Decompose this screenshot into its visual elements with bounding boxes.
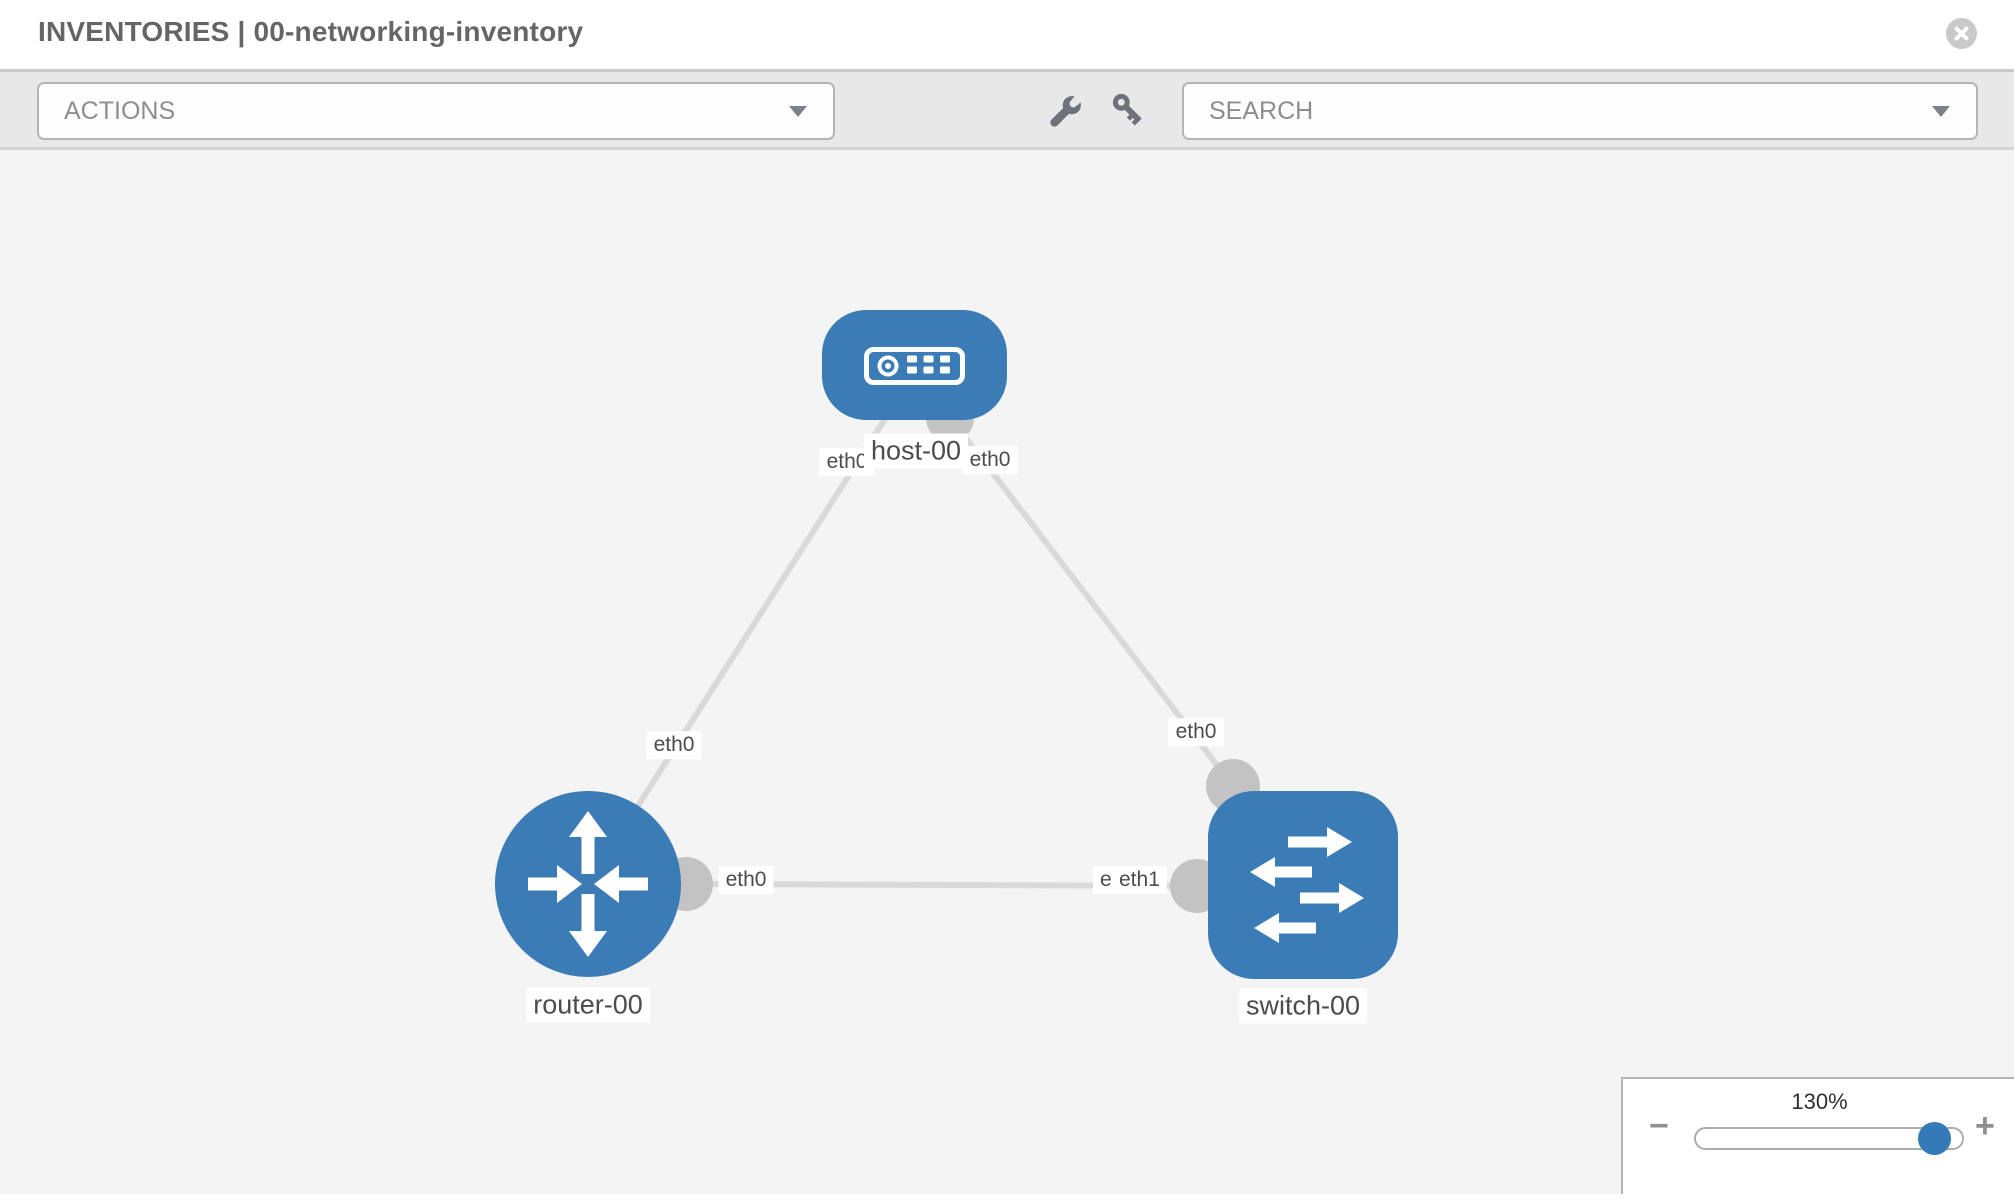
header: INVENTORIES | 00-networking-inventory bbox=[0, 0, 2014, 72]
node-label-host: host-00 bbox=[863, 433, 969, 469]
zoom-slider-thumb[interactable] bbox=[1918, 1122, 1951, 1155]
interface-label: eth0 bbox=[1168, 718, 1224, 746]
page-title: INVENTORIES | 00-networking-inventory bbox=[38, 16, 584, 47]
zoom-level: 130% bbox=[1791, 1089, 1848, 1114]
chevron-down-icon bbox=[1932, 106, 1950, 117]
interface-label: eth1 bbox=[1112, 866, 1167, 894]
actions-dropdown-label: ACTIONS bbox=[64, 96, 176, 125]
node-router[interactable] bbox=[495, 791, 681, 977]
node-host[interactable] bbox=[822, 310, 1007, 420]
toolbar: ACTIONS SEARCH bbox=[0, 72, 2014, 150]
zoom-in-button[interactable]: + bbox=[1975, 1107, 1995, 1145]
close-button[interactable] bbox=[1946, 18, 1977, 49]
interface-label: eth0 bbox=[962, 446, 1018, 474]
topology-canvas[interactable]: eth0 eth0 eth0 eth0 eth0 eth0 eth1 host-… bbox=[0, 150, 2014, 1194]
zoom-slider[interactable] bbox=[1694, 1122, 1964, 1155]
configure-button[interactable] bbox=[1046, 91, 1086, 131]
host-icon bbox=[864, 347, 965, 385]
zoom-panel: 130% − + bbox=[1621, 1077, 2014, 1194]
router-icon bbox=[528, 811, 648, 957]
close-icon bbox=[1954, 26, 1969, 41]
actions-dropdown[interactable]: ACTIONS bbox=[37, 82, 835, 140]
node-label-router: router-00 bbox=[526, 987, 650, 1023]
chevron-down-icon bbox=[789, 106, 807, 117]
credentials-button[interactable] bbox=[1110, 91, 1150, 131]
switch-icon bbox=[1250, 827, 1364, 943]
zoom-out-button[interactable]: − bbox=[1649, 1107, 1669, 1145]
node-switch[interactable] bbox=[1208, 791, 1398, 979]
topology-graph bbox=[495, 310, 1398, 979]
interface-label: eth0 bbox=[646, 731, 702, 759]
search-dropdown-label: SEARCH bbox=[1209, 96, 1314, 125]
key-icon bbox=[1112, 93, 1142, 126]
search-dropdown[interactable]: SEARCH bbox=[1182, 82, 1978, 140]
wrench-icon bbox=[1050, 93, 1084, 127]
node-label-switch: switch-00 bbox=[1238, 988, 1368, 1024]
interface-label: eth0 bbox=[718, 866, 774, 894]
